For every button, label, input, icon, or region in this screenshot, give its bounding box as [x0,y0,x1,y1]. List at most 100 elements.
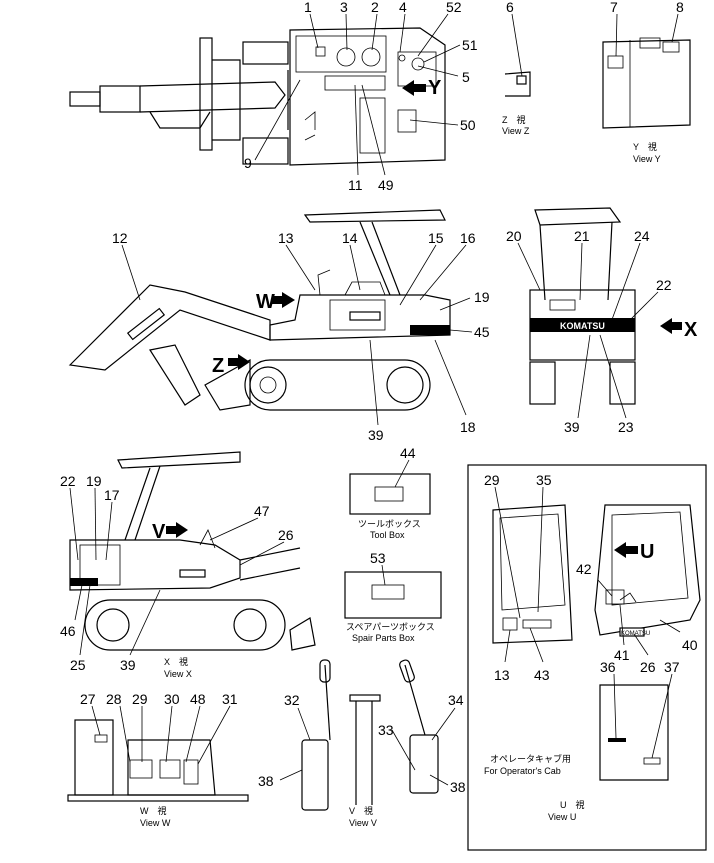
callout-49: 49 [378,177,394,193]
side-view-leaders [121,244,473,426]
callout-37: 37 [664,659,680,675]
callout-4: 4 [399,0,407,15]
operators-cab-box [467,464,707,851]
callout-7: 7 [610,0,618,15]
top-view-drawing [69,27,446,166]
caption-cab-jp: オペレータキャブ用 [490,753,571,764]
callout-45: 45 [474,324,490,340]
view-w-drawing [67,705,249,802]
callout-23: 23 [618,419,634,435]
caption-view-w-en: View W [140,818,171,828]
top-view-leaders [254,13,461,176]
side-view-drawing [68,209,451,411]
callout-28: 28 [106,691,122,707]
callout-51: 51 [462,37,478,53]
front-view-leaders [517,242,659,419]
callout-3: 3 [340,0,348,15]
callout-42: 42 [576,561,592,577]
callout-22b: 22 [60,473,76,489]
callout-41: 41 [614,647,630,663]
callout-19: 19 [474,289,490,305]
captions: Z 視 View Z Y 視 View Y ツールボックス Tool Box ス… [140,114,661,828]
view-arrow-x: X [684,319,698,341]
callout-34: 34 [448,692,464,708]
callout-14: 14 [342,230,358,246]
caption-cab-en: For Operator's Cab [484,766,561,776]
callout-27: 27 [80,691,96,707]
callout-46: 46 [60,623,76,639]
view-z-drawing [504,13,531,97]
callout-20: 20 [506,228,522,244]
callout-21: 21 [574,228,590,244]
view-y-drawing [602,13,691,129]
caption-view-x-jp: X 視 [164,656,188,667]
caption-view-y-jp: Y 視 [633,141,657,152]
callout-1: 1 [304,0,312,15]
caption-view-z-jp: Z 視 [502,114,526,125]
joystick-v-drawing [349,694,381,805]
callout-13: 13 [278,230,294,246]
callout-19b: 19 [86,473,102,489]
view-x-drawing [69,451,316,651]
caption-spare-jp: スペアパーツボックス [346,622,435,632]
view-arrow-y: Y [428,77,442,99]
callout-13b: 13 [494,667,510,683]
callout-36: 36 [600,659,616,675]
callout-53: 53 [370,550,386,566]
view-x-leaders [69,487,285,656]
front-view-drawing [529,207,682,405]
callout-32: 32 [284,692,300,708]
caption-view-v-jp: V 視 [349,805,373,816]
brand-decal-front: KOMATSU [560,321,605,331]
callout-9: 9 [244,155,252,171]
callout-48: 48 [190,691,206,707]
callout-22a: 22 [656,277,672,293]
callout-6: 6 [506,0,514,15]
caption-toolbox-en: Tool Box [370,530,405,540]
callout-33: 33 [378,722,394,738]
callout-44: 44 [400,445,416,461]
callout-26a: 26 [278,527,294,543]
callout-5: 5 [462,69,470,85]
joystick-right-drawing [391,659,456,794]
callout-39c: 39 [120,657,136,673]
caption-spare-en: Spair Parts Box [352,633,415,643]
view-arrow-v: V [152,521,166,543]
callout-39b: 39 [564,419,580,435]
callout-8: 8 [676,0,684,15]
caption-view-u-jp: U 視 [560,799,585,810]
callout-52: 52 [446,0,462,15]
callout-24: 24 [634,228,650,244]
callout-39a: 39 [368,427,384,443]
callout-29b: 29 [132,691,148,707]
callout-16: 16 [460,230,476,246]
callout-26b: 26 [640,659,656,675]
caption-view-y-en: View Y [633,154,661,164]
callout-38b: 38 [450,779,466,795]
callout-numbers: 1 3 2 4 52 6 7 8 51 5 50 9 11 49 12 13 1… [60,0,698,795]
spare-parts-box-drawing [344,564,442,619]
callout-25: 25 [70,657,86,673]
view-arrow-u: U [640,541,654,563]
callout-30: 30 [164,691,180,707]
callout-12: 12 [112,230,128,246]
callout-31: 31 [222,691,238,707]
caption-view-z-en: View Z [502,126,530,136]
callout-38a: 38 [258,773,274,789]
callout-35: 35 [536,472,552,488]
callout-47: 47 [254,503,270,519]
caption-view-w-jp: W 視 [140,805,167,816]
callout-2: 2 [371,0,379,15]
view-arrow-w: W [256,291,275,313]
callout-43: 43 [534,667,550,683]
callout-29a: 29 [484,472,500,488]
brand-decal-cab: KOMATSU [621,631,650,637]
callout-18: 18 [460,419,476,435]
caption-view-x-en: View X [164,669,192,679]
callout-50: 50 [460,117,476,133]
caption-view-u-en: View U [548,812,576,822]
joystick-left-drawing [279,659,331,811]
callout-15: 15 [428,230,444,246]
callout-17: 17 [104,487,120,503]
